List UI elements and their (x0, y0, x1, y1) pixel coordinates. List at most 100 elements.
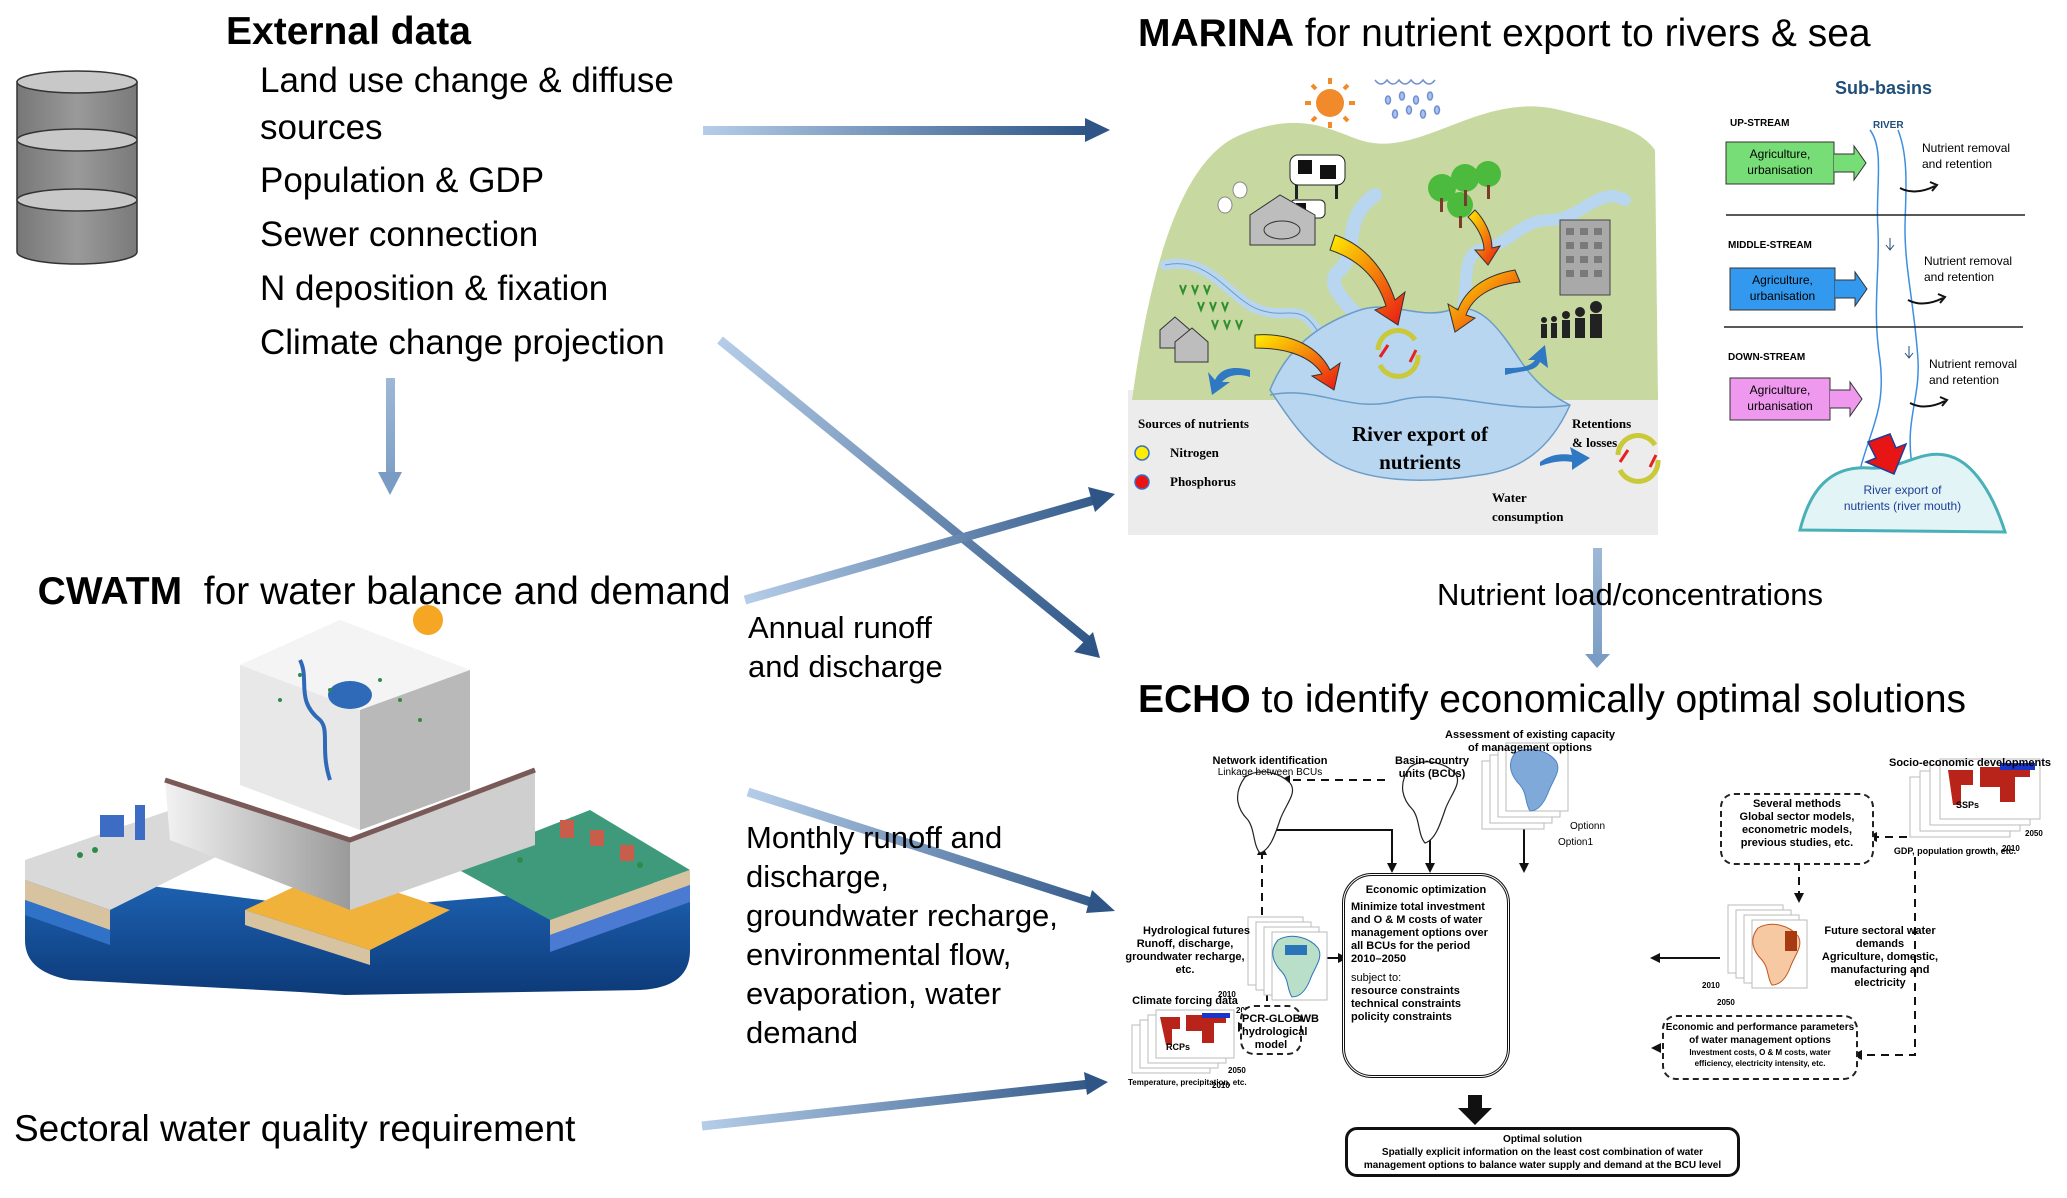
cwatm-illustration (0, 580, 720, 1000)
hydrological-map-stack (1247, 916, 1328, 1001)
crops-icon (1179, 284, 1243, 331)
retention-cycle-icon (1615, 433, 1661, 484)
arrow-cwatm-to-marina (743, 487, 1115, 605)
network-title: Network identification (1212, 755, 1328, 767)
water-flow-arrows (1208, 345, 1590, 470)
africa-bcu-map (1402, 761, 1459, 844)
middlestream-label: MIDDLE-STREAM (1728, 240, 1812, 251)
downstream-label: DOWN-STREAM (1728, 352, 1806, 363)
external-item: Land use change & diffuse (260, 61, 674, 100)
arrow-external-to-marina (703, 118, 1110, 142)
socio-map-stack (1909, 758, 2041, 838)
trees-icon (1428, 161, 1501, 228)
option-n-label: Optionn (1570, 821, 1606, 832)
arrow-sectoral-to-echo (701, 1072, 1108, 1131)
phosphorus-dot (1134, 474, 1150, 490)
nutrient-flow-arrows (1254, 209, 1521, 391)
barn-icon (1249, 194, 1316, 246)
opt-line: 2010–2050 (1351, 953, 1407, 965)
opt-line: and O & M costs of water (1351, 914, 1483, 926)
methods-line: econometric models, (1741, 824, 1853, 836)
nutrient-load-label: Nutrient load/concentrations (1437, 577, 1824, 612)
hydro-year-2010: 2010 (1218, 990, 1236, 999)
pcr-model-box: PCR-GLOBWB hydrological model (1240, 1005, 1319, 1055)
external-item: Population & GDP (260, 161, 545, 200)
optimal-solution-box: Optimal solution Spatially explicit info… (1345, 1127, 1740, 1177)
opt-line: all BCUs for the period (1351, 940, 1471, 952)
retention-cycle-icon (1375, 328, 1421, 379)
export-arrow-icon (1864, 433, 1908, 475)
cwatm-title-rest: for water balance and demand (182, 570, 731, 613)
rain-icon (1374, 78, 1441, 119)
arrow-external-to-cwatm (378, 378, 402, 495)
opt-line: Minimize total investment (1351, 901, 1485, 913)
socio-title: Socio-economic developments (1889, 757, 2051, 769)
opt-subject: subject to: (1351, 972, 1402, 984)
marina-title-rest: for nutrient export to rivers & sea (1293, 12, 1871, 55)
legend-title: Sources of nutrients (1138, 416, 1249, 431)
future-year-2010: 2010 (1702, 981, 1720, 990)
downstream-box (1729, 377, 1863, 421)
opt-line: management options over (1351, 927, 1488, 939)
solution-title: Optimal solution (1503, 1134, 1582, 1145)
opt-constraint: technical constraints (1351, 998, 1462, 1010)
building-icon (1559, 219, 1611, 296)
pcr-line: hydrological (1242, 1026, 1308, 1038)
climate-year-2010: 2010 (1212, 1081, 1230, 1090)
climate-sub: Temperature, precipitation, etc. (1128, 1078, 1247, 1087)
params-title: Economic and performance parameters (1665, 1022, 1855, 1033)
houses-icon (1159, 316, 1209, 363)
arrow-to-solution (1458, 1095, 1492, 1125)
legend-nitrogen: Nitrogen (1170, 445, 1219, 460)
external-data-title: External data (226, 10, 471, 53)
external-item: sources (260, 108, 383, 147)
marina-title-bold: MARINA (1138, 12, 1294, 55)
external-item: Climate change projection (260, 323, 665, 362)
methods-box: Several methods Global sector models, ec… (1720, 793, 1874, 865)
retentions-label: Retentions& losses (1572, 416, 1632, 450)
arrow-climate-to-echo (717, 336, 1100, 658)
params-line: efficiency, electricity intensity, etc. (1694, 1059, 1826, 1068)
methods-line: Global sector models, (1739, 811, 1855, 823)
future-year-2050: 2050 (1717, 998, 1735, 1007)
echo-title-rest: to identify economically optimal solutio… (1250, 678, 1967, 721)
hydro-title: Hydrological futures (1143, 925, 1250, 937)
middlestream-box-text: Agriculture,urbanisation (1749, 273, 1816, 303)
river-label: RIVER (1873, 120, 1904, 131)
echo-title: ECHO to identify economically optimal so… (1138, 680, 1966, 719)
future-demand-map-stack (1727, 904, 1808, 989)
opt-constraint: policity constraints (1351, 1011, 1452, 1023)
subbasins-panel: Sub-basins RIVER UP-STREAM Agriculture,u… (1700, 70, 2067, 535)
optimization-box: Economic optimization Minimize total inv… (1342, 873, 1510, 1078)
africa-network-map (1237, 771, 1294, 854)
echo-diagram: Network identification Linkage between B… (1120, 725, 2067, 1198)
marina-title: MARINA for nutrient export to rivers & s… (1138, 14, 1871, 53)
params-title: of water management options (1689, 1035, 1831, 1046)
legend-phosphorus: Phosphorus (1170, 474, 1236, 489)
assessment-map-stack (1481, 742, 1569, 830)
arrow-cwatm-to-echo (746, 787, 1115, 913)
climate-title: Climate forcing data (1132, 995, 1238, 1007)
database-icon (15, 70, 140, 270)
upstream-box-text: Agriculture,urbanisation (1747, 147, 1813, 177)
solution-line: management options to balance water supp… (1363, 1160, 1722, 1171)
cwatm-title: CWATM for water balance and demand (16, 533, 731, 611)
sectoral-label: Sectoral water quality requirement (14, 1108, 576, 1149)
socio-sub: GDP, population growth, etc. (1893, 846, 2017, 856)
cwatm-title-bold: CWATM (37, 570, 183, 613)
external-item: Sewer connection (260, 215, 539, 254)
params-box: Economic and performance parameters of w… (1662, 1015, 1858, 1080)
params-line: Investment costs, O & M costs, water (1689, 1048, 1831, 1057)
socio-year-2010: 2010 (2002, 844, 2020, 853)
